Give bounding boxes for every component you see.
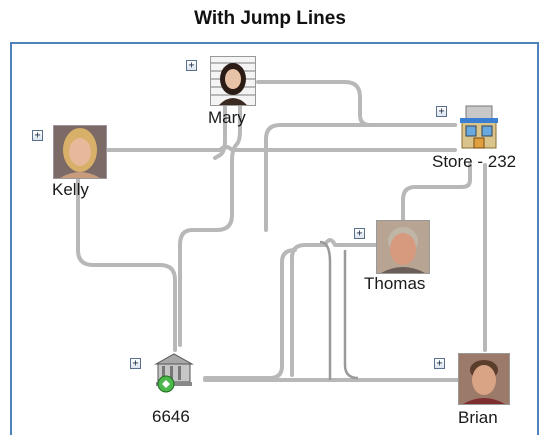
node-brian[interactable]: + Brian bbox=[434, 352, 534, 432]
link-store-thomas bbox=[401, 163, 472, 222]
expand-button-kelly[interactable]: + bbox=[32, 130, 43, 141]
node-mary[interactable]: + Mary bbox=[186, 56, 276, 136]
node-label-brian: Brian bbox=[458, 408, 498, 427]
node-label-kelly: Kelly bbox=[52, 180, 89, 199]
expand-button-mary[interactable]: + bbox=[186, 60, 197, 71]
node-label-store: Store - 232 bbox=[432, 152, 517, 171]
node-store[interactable]: + Store - 232 bbox=[432, 100, 540, 180]
link-mary-account bbox=[178, 98, 242, 347]
link-mary-store bbox=[256, 80, 457, 127]
photo-woman-blonde-icon bbox=[53, 125, 107, 179]
expand-button-brian[interactable]: + bbox=[434, 358, 445, 369]
link-thomas-store-right bbox=[319, 240, 332, 380]
node-label-thomas: Thomas bbox=[364, 274, 426, 293]
node-thomas[interactable]: + Thomas bbox=[354, 218, 454, 300]
expand-button-store[interactable]: + bbox=[436, 106, 447, 117]
link-mary-account-2 bbox=[213, 98, 227, 160]
store-building-icon bbox=[458, 102, 500, 150]
expand-button-thomas[interactable]: + bbox=[354, 228, 365, 239]
link-store-account-top bbox=[264, 123, 457, 232]
link-kelly-account bbox=[76, 178, 177, 352]
node-kelly[interactable]: + Kelly bbox=[32, 122, 122, 202]
photo-man-short-hair-icon bbox=[458, 353, 510, 405]
bank-account-icon bbox=[152, 350, 198, 394]
node-label-account: 6646 bbox=[152, 407, 190, 426]
link-thomas-account bbox=[290, 238, 382, 377]
expand-button-account[interactable]: + bbox=[130, 358, 141, 369]
diagram-title: With Jump Lines bbox=[194, 8, 346, 29]
link-account-right bbox=[203, 248, 297, 380]
link-kelly-store bbox=[96, 145, 457, 152]
node-account[interactable]: + 6646 bbox=[130, 350, 220, 430]
mugshot-woman-dark-hair-icon bbox=[210, 56, 256, 106]
link-store-mid bbox=[343, 250, 359, 380]
node-label-mary: Mary bbox=[208, 108, 246, 127]
diagram-canvas bbox=[10, 42, 539, 435]
photo-man-gray-hair-icon bbox=[376, 220, 430, 274]
